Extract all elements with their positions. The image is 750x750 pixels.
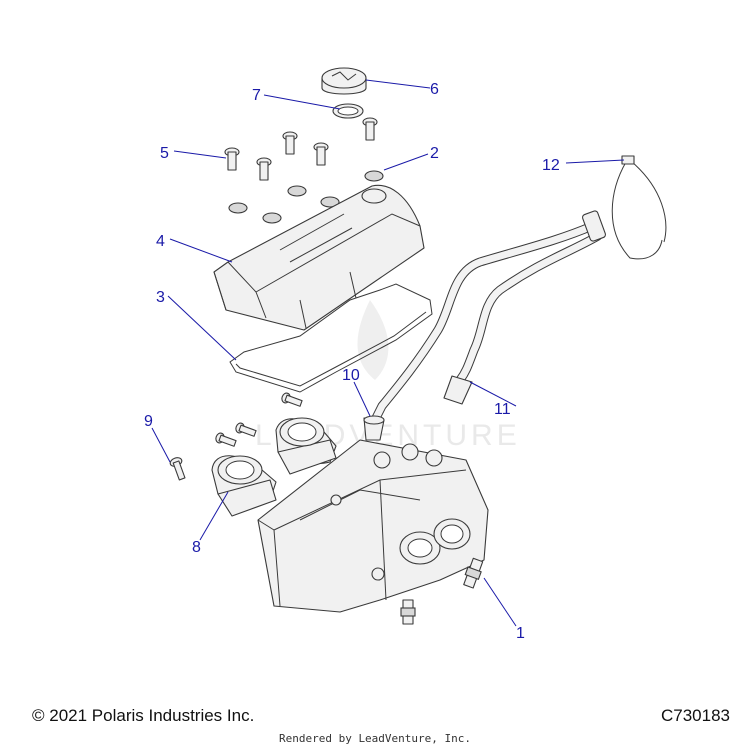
callout-11: 11 <box>494 401 511 418</box>
callout-10: 10 <box>342 367 360 384</box>
oil-fill-cap <box>321 67 367 95</box>
callout-9: 9 <box>144 413 153 430</box>
sealing-washers <box>228 170 384 224</box>
cover-bolts <box>224 117 378 181</box>
callout-1: 1 <box>516 625 525 642</box>
callout-labels: 1 2 3 4 5 6 7 8 9 10 11 12 <box>144 81 560 642</box>
rendered-by-credit: Rendered by LeadVenture, Inc. <box>278 732 472 745</box>
callout-7: 7 <box>252 87 261 104</box>
callout-3: 3 <box>156 289 165 306</box>
spark-plugs <box>400 557 484 625</box>
hose-fitting <box>363 415 385 441</box>
cylinder-head <box>257 439 489 613</box>
callout-8: 8 <box>192 539 201 556</box>
drawing-code: C730183 <box>660 706 730 725</box>
callout-4: 4 <box>156 233 165 250</box>
o-ring <box>332 103 364 119</box>
breather-hoses <box>367 210 607 431</box>
valve-cover-gasket <box>229 283 433 393</box>
hose-clamp <box>611 155 667 260</box>
copyright-text: © 2021 Polaris Industries Inc. <box>32 706 255 725</box>
intake-manifolds <box>211 417 337 517</box>
callout-5: 5 <box>160 145 169 162</box>
manifold-bolts <box>169 392 303 481</box>
callout-2: 2 <box>430 145 439 162</box>
valve-cover <box>213 184 425 331</box>
callout-6: 6 <box>430 81 439 98</box>
leader-lines <box>151 79 625 627</box>
callout-12: 12 <box>542 157 560 174</box>
